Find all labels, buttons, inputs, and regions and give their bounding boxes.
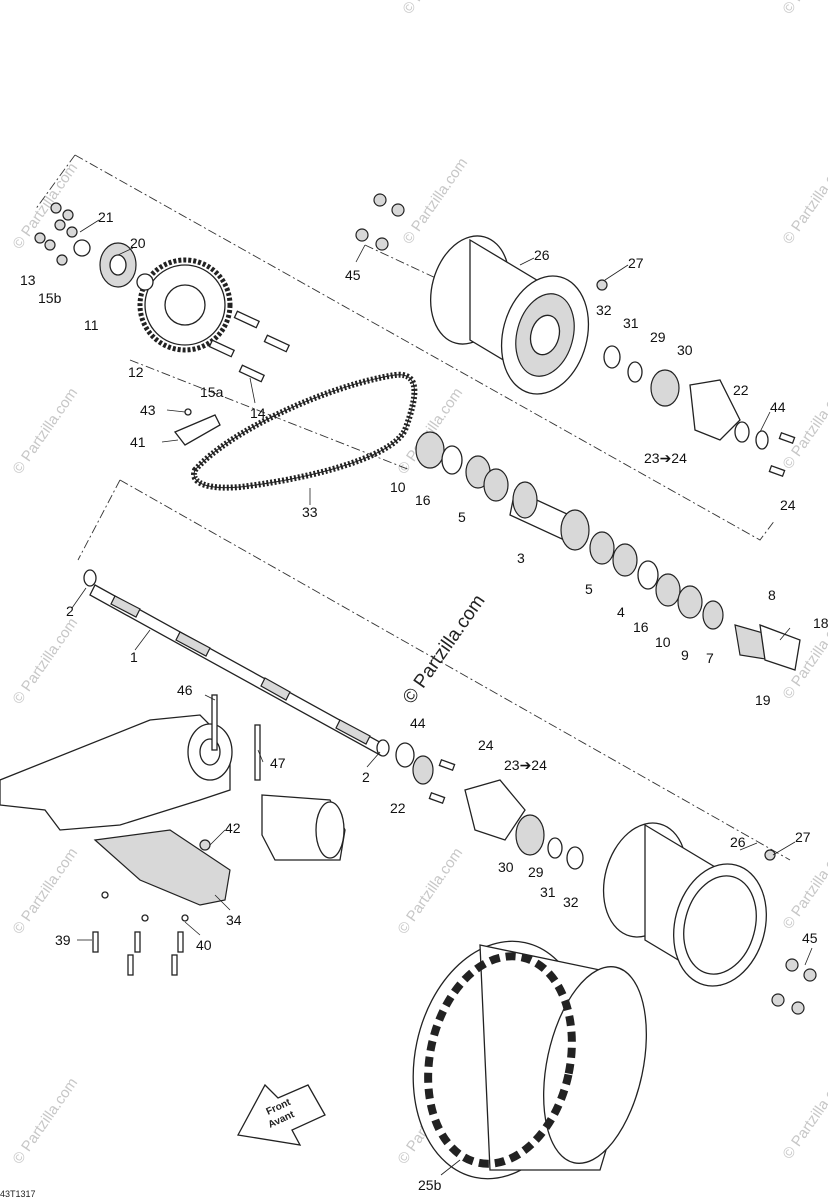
watermark-9: © Partzilla.com (9, 845, 81, 938)
callout-25b: 25b (418, 1177, 442, 1193)
callout-12: 12 (128, 364, 144, 380)
axle (83, 569, 390, 757)
skid-plate (92, 829, 231, 976)
callout-27-bottom: 27 (795, 829, 811, 845)
callout-2-left: 2 (66, 603, 74, 619)
front-arrow: Front Avant (236, 1083, 326, 1146)
watermark-12: © Partzilla.com (9, 1075, 81, 1168)
callout-2-right: 2 (362, 769, 370, 785)
callout-46: 46 (177, 682, 193, 698)
callout-31-bottom: 31 (540, 884, 556, 900)
watermark-11: © Partzilla.com (779, 840, 828, 933)
center-watermark: © Partzilla.com (399, 591, 490, 708)
callout-29-bottom: 29 (528, 864, 544, 880)
callout-1: 1 (130, 649, 138, 665)
callout-5-top: 5 (458, 509, 466, 525)
callout-19: 19 (755, 692, 771, 708)
callout-9: 9 (681, 647, 689, 663)
callout-39: 39 (55, 932, 71, 948)
watermark-10: © Partzilla.com (394, 845, 466, 938)
figure-code: 43T1317 (0, 1189, 36, 1199)
callout-16-bottom: 16 (633, 619, 649, 635)
callout-10-bottom: 10 (655, 634, 671, 650)
callout-7: 7 (706, 650, 714, 666)
callout-18: 18 (813, 615, 828, 631)
callout-24-bottom: 24 (478, 737, 494, 753)
callout-5-bottom: 5 (585, 581, 593, 597)
swing-arm (0, 694, 346, 861)
callout-27-top: 27 (628, 255, 644, 271)
watermarks: © Partzilla.com © Partzilla.com © Partzi… (9, 0, 828, 1167)
drive-chain (191, 371, 418, 491)
bearing-stack (415, 431, 801, 671)
callout-34: 34 (226, 912, 242, 928)
callout-44-bottom: 44 (410, 715, 426, 731)
callout-26-bottom: 26 (730, 834, 746, 850)
callout-15a: 15a (200, 384, 224, 400)
callout-43: 43 (140, 402, 156, 418)
callout-47: 47 (270, 755, 286, 771)
upper-wheel (355, 193, 608, 395)
callout-8: 8 (768, 587, 776, 603)
callout-31-top: 31 (623, 315, 639, 331)
callout-14: 14 (250, 405, 266, 421)
callout-24-top: 24 (780, 497, 796, 513)
callout-26-top: 26 (534, 247, 550, 263)
callout-23-24-top: 23➔24 (644, 450, 687, 466)
callout-45-bottom: 45 (802, 930, 818, 946)
callout-41: 41 (130, 434, 146, 450)
watermark-15: © Partzilla.com (399, 0, 471, 17)
callout-29-top: 29 (650, 329, 666, 345)
watermark-2: © Partzilla.com (399, 155, 471, 248)
upper-hub-parts (603, 345, 796, 478)
callout-23-24-bottom: 23➔24 (504, 757, 547, 773)
watermark-16: © Partzilla.com (779, 0, 828, 17)
callout-40: 40 (196, 937, 212, 953)
watermark-14: © Partzilla.com (779, 1070, 828, 1163)
watermark-6: © Partzilla.com (779, 380, 828, 473)
callout-30-bottom: 30 (498, 859, 514, 875)
callout-33: 33 (302, 504, 318, 520)
callout-16-top: 16 (415, 492, 431, 508)
watermark-3: © Partzilla.com (779, 155, 828, 248)
callout-15b: 15b (38, 290, 62, 306)
leader-lines (71, 219, 813, 1176)
watermark-7: © Partzilla.com (9, 615, 81, 708)
callout-22-bottom: 22 (390, 800, 406, 816)
callout-42: 42 (225, 820, 241, 836)
lower-wheel (602, 822, 817, 1015)
callout-20: 20 (130, 235, 146, 251)
callout-32-bottom: 32 (563, 894, 579, 910)
callout-44-top: 44 (770, 399, 786, 415)
callout-3: 3 (517, 550, 525, 566)
watermark-4: © Partzilla.com (9, 385, 81, 478)
tire (412, 940, 647, 1180)
callout-22-top: 22 (733, 382, 749, 398)
chain-guide (173, 408, 221, 446)
callouts: 21 20 13 15b 11 12 15a 14 43 41 33 45 26… (20, 209, 828, 1193)
callout-13: 13 (20, 272, 36, 288)
callout-30-top: 30 (677, 342, 693, 358)
callout-4: 4 (617, 604, 625, 620)
sprocket-assembly (34, 202, 291, 383)
callout-21: 21 (98, 209, 114, 225)
callout-45-top: 45 (345, 267, 361, 283)
lower-hub-parts (395, 742, 584, 870)
assembly-lines (34, 154, 791, 861)
callout-32-top: 32 (596, 302, 612, 318)
callout-10-top: 10 (390, 479, 406, 495)
callout-11: 11 (84, 317, 99, 333)
